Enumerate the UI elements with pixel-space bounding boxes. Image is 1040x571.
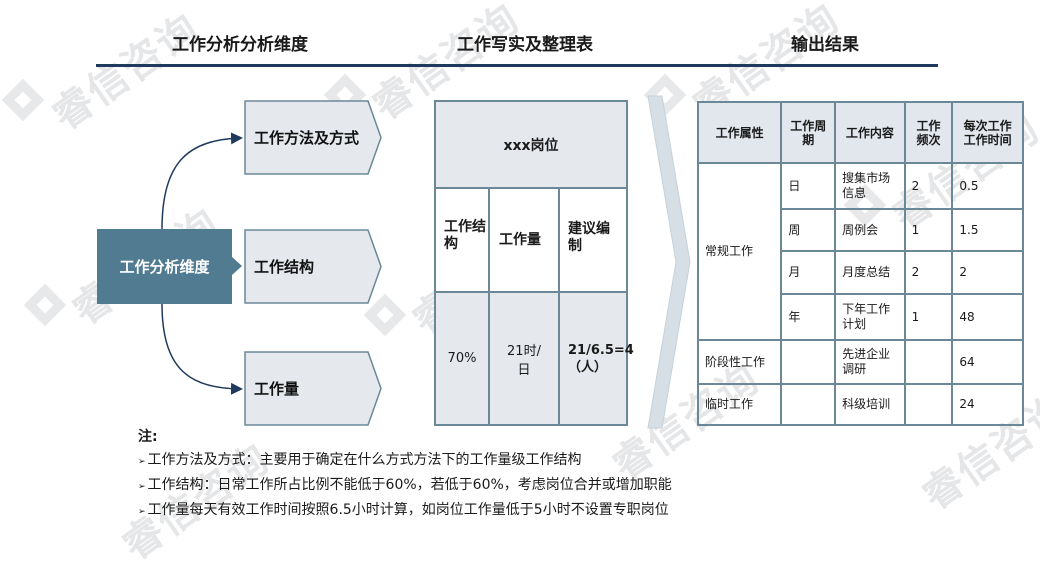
tag-shape-icon (244, 229, 382, 304)
tag-shape-icon (244, 100, 382, 175)
table-cell (903, 339, 954, 385)
table-header: 工作周期 (780, 101, 837, 164)
branch-workload-label: 工作量 (254, 380, 300, 398)
table-header: 工作属性 (696, 101, 783, 164)
branch-workload: 工作量 (244, 351, 382, 426)
card-col-header: 建议编制 (560, 189, 626, 293)
card-col-structure: 工作结构 (444, 219, 486, 252)
section-title-middle: 工作写实及整理表 (457, 35, 593, 55)
table-cell (780, 339, 837, 385)
branch-method: 工作方法及方式 (244, 100, 382, 175)
table-cell: 日 (780, 162, 837, 210)
card-value-staffing-text: 21/6.5=4（人） (568, 342, 634, 375)
table-cell: 月度总结 (834, 250, 906, 295)
note-text: 工作方法及方式：主要用于确定在什么方式方法下的工作量级工作结构 (147, 452, 582, 468)
table-cell: 年 (780, 293, 837, 341)
table-cell: 临时工作 (696, 383, 783, 426)
note-item: 工作结构：日常工作所占比例不能低于60%，若低于60%，考虑岗位合并或增加职能 (138, 474, 672, 499)
note-item: 工作方法及方式：主要用于确定在什么方式方法下的工作量级工作结构 (138, 449, 672, 474)
table-cell: 0.5 (951, 162, 1024, 210)
card-value-workload: 21时/日 (490, 293, 560, 424)
table-cell: 1.5 (951, 208, 1024, 252)
diagram-connectors (161, 95, 691, 429)
table-row: 临时工作 科级培训 24 (696, 383, 1024, 426)
table-cell: 月 (780, 250, 837, 295)
table-header: 每次工作工作时间 (951, 101, 1024, 164)
analysis-dimension-label: 工作分析维度 (119, 258, 210, 276)
table-row: 阶段性工作 先进企业调研 64 (696, 339, 1024, 385)
table-cell: 2 (903, 162, 954, 210)
tag-shape-icon (244, 351, 382, 426)
position-title: xxx岗位 (436, 102, 626, 189)
card-col-header: 工作结构 (436, 189, 490, 293)
table-cell: 48 (951, 293, 1024, 341)
table-cell: 常规工作 (696, 162, 783, 341)
table-cell: 2 (951, 250, 1024, 295)
table-cell (780, 383, 837, 426)
branch-structure-label: 工作结构 (254, 258, 315, 276)
table-cell: 1 (903, 208, 954, 252)
table-header: 工作频次 (903, 101, 954, 164)
card-col-header: 工作量 (490, 189, 560, 293)
card-value-workload-text: 21时/日 (507, 343, 541, 378)
table-cell: 周例会 (834, 208, 906, 252)
branch-method-label: 工作方法及方式 (254, 129, 360, 147)
table-header-row: 工作属性 工作周期 工作内容 工作频次 每次工作工作时间 (696, 101, 1024, 164)
table-cell: 64 (951, 339, 1024, 385)
table-cell: 搜集市场信息 (834, 162, 906, 210)
note-item: 工作量每天有效工作时间按照6.5小时计算，如岗位工作量低于5小时不设置专职岗位 (138, 499, 672, 524)
table-cell: 周 (780, 208, 837, 252)
table-row: 月 月度总结 2 2 (698, 250, 1024, 295)
table-row: 年 下年工作计划 1 48 (698, 293, 1024, 341)
table-cell: 24 (951, 383, 1024, 426)
section-title-left: 工作分析分析维度 (172, 35, 308, 55)
table-cell: 1 (903, 293, 954, 341)
table-cell: 阶段性工作 (696, 339, 783, 385)
card-col-staffing: 建议编制 (568, 221, 610, 254)
branch-structure: 工作结构 (244, 229, 382, 304)
card-col-workload: 工作量 (499, 232, 541, 248)
table-row: 常规工作 日 搜集市场信息 2 0.5 (696, 162, 1024, 341)
table-cell: 2 (903, 250, 954, 295)
card-value-staffing: 21/6.5=4（人） (560, 293, 634, 424)
table-cell (903, 383, 954, 426)
table-header: 工作内容 (834, 101, 906, 164)
header-rule (96, 64, 938, 67)
table-cell: 科级培训 (834, 383, 906, 426)
notes: 注: 工作方法及方式：主要用于确定在什么方式方法下的工作量级工作结构 工作结构：… (138, 426, 672, 524)
position-card: xxx岗位 工作结构 工作量 建议编制 70% 21时/日 21/6.5=4（人… (434, 100, 634, 426)
note-text: 工作量每天有效工作时间按照6.5小时计算，如岗位工作量低于5小时不设置专职岗位 (147, 502, 669, 518)
table-cell: 先进企业调研 (834, 339, 906, 385)
notes-heading: 注: (138, 429, 158, 445)
card-value-structure: 70% (436, 293, 490, 424)
analysis-dimension-box: 工作分析维度 (97, 229, 242, 304)
table-cell: 下年工作计划 (834, 293, 906, 341)
note-text: 工作结构：日常工作所占比例不能低于60%，若低于60%，考虑岗位合并或增加职能 (147, 477, 672, 493)
output-table: 工作属性 工作周期 工作内容 工作频次 每次工作工作时间 常规工作 日 搜集市场… (696, 101, 1024, 426)
table-row: 周 周例会 1 1.5 (698, 208, 1024, 252)
section-title-right: 输出结果 (791, 35, 859, 55)
card-value-structure-text: 70% (447, 351, 477, 366)
